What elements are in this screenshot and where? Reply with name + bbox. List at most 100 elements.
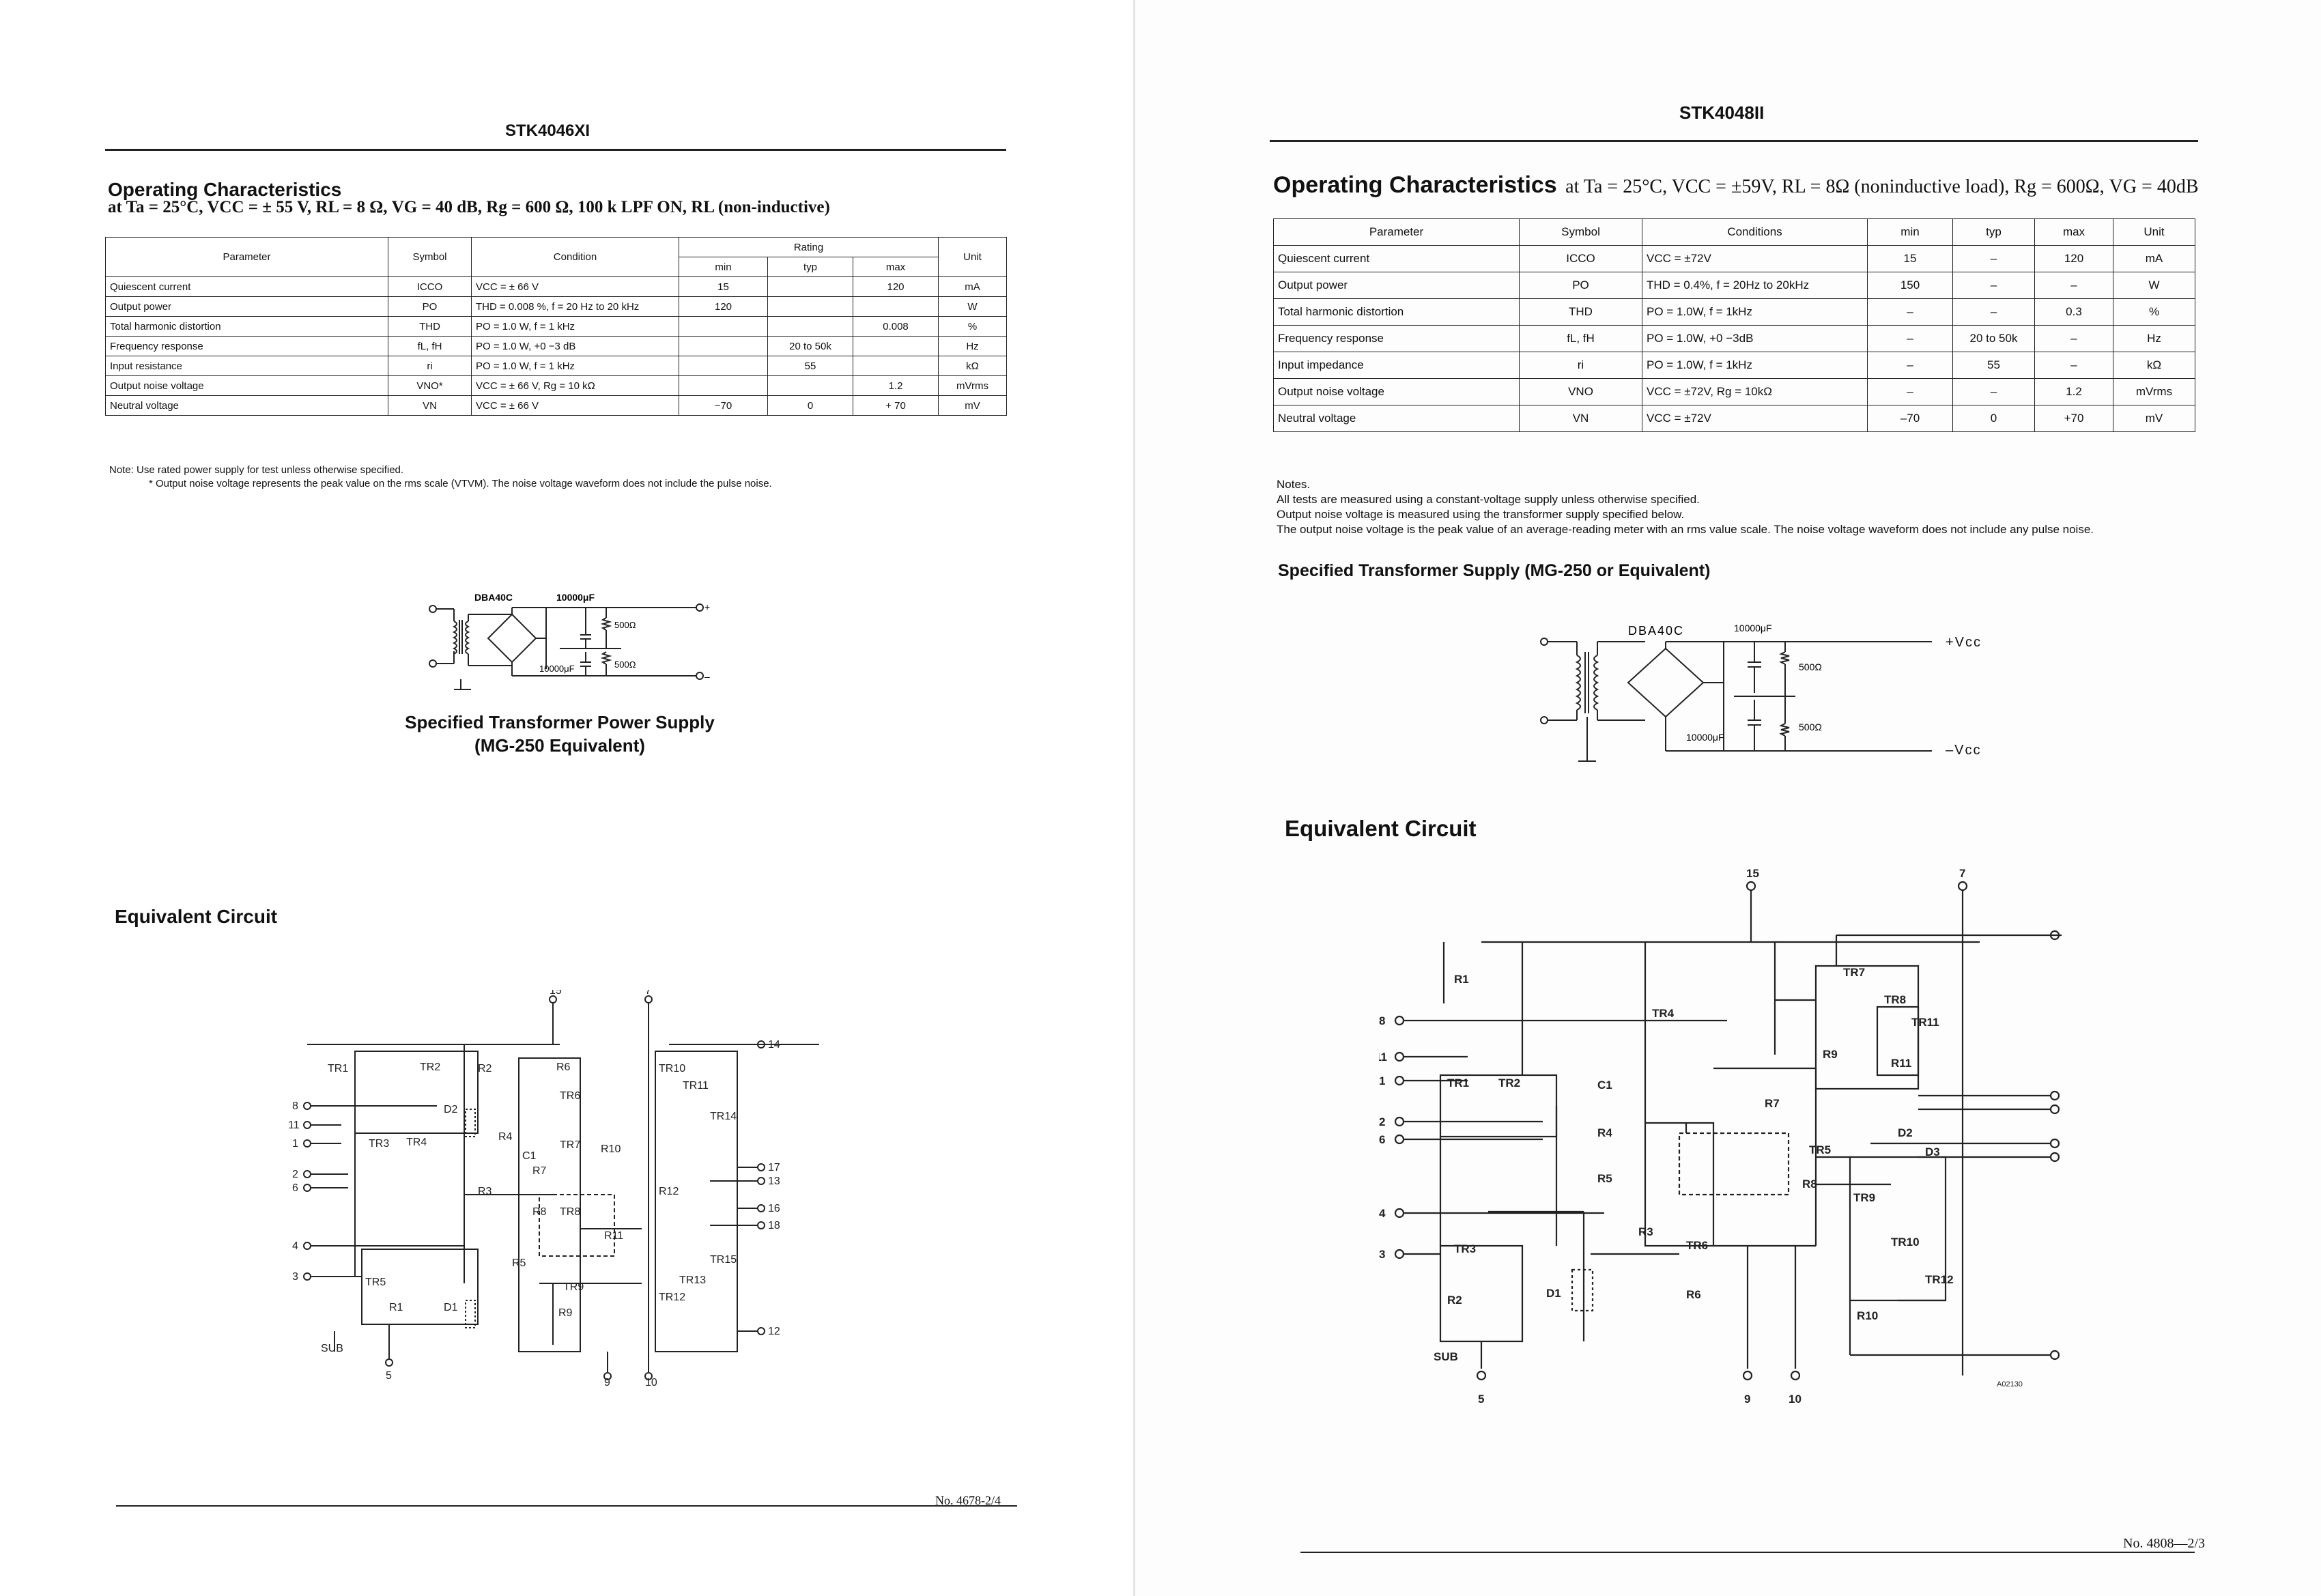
cell-min: –: [1867, 298, 1953, 326]
right-note-2: Output noise voltage is measured using t…: [1277, 508, 1685, 521]
cell-min: −70: [679, 395, 768, 416]
r-vcc-minus: –Vcc: [1946, 743, 1982, 758]
cell-condition: PO = 1.0 W, +0 −3 dB: [471, 336, 679, 356]
cell-typ: 55: [1952, 352, 2035, 379]
r-col-header-min: min: [1867, 218, 1953, 246]
col-header-rating: Rating: [678, 237, 939, 257]
svg-text:TR10: TR10: [659, 1063, 685, 1074]
svg-text:R2: R2: [478, 1063, 492, 1074]
svg-text:TR8: TR8: [560, 1206, 580, 1218]
cell-max: –: [2034, 352, 2113, 379]
r-col-header-unit: Unit: [2113, 218, 2195, 246]
right-supply-title: Specified Transformer Supply (MG-250 or …: [1278, 561, 1711, 580]
col-header-max: max: [852, 257, 939, 277]
svg-text:TR14: TR14: [710, 1111, 737, 1122]
svg-text:TR12: TR12: [659, 1292, 685, 1303]
left-conditions: at Ta = 25°C, VCC = ± 55 V, RL = 8 Ω, VG…: [108, 198, 830, 216]
cell-typ: [767, 296, 853, 317]
left-section-title: Operating Characteristics: [108, 179, 342, 200]
col-header-parameter: Parameter: [105, 237, 388, 277]
svg-text:15: 15: [1746, 867, 1759, 880]
right-title-line: Operating Characteristics at Ta = 25°C, …: [1273, 172, 2199, 199]
cell-min: 120: [679, 296, 768, 317]
cell-unit: mVrms: [2113, 378, 2195, 405]
cell-min: 15: [679, 276, 768, 297]
cell-max: +70: [2034, 405, 2113, 432]
cell-condition: VCC = ±72V: [1642, 245, 1868, 272]
cell-condition: THD = 0.008 %, f = 20 Hz to 20 kHz: [471, 296, 679, 317]
svg-text:11: 11: [1379, 1051, 1387, 1064]
cell-condition: VCC = ± 66 V: [471, 395, 679, 416]
left-note-1: Note: Use rated power supply for test un…: [109, 464, 404, 476]
cell-symbol: VN: [1519, 405, 1642, 432]
cell-unit: mVrms: [938, 375, 1008, 396]
svg-text:TR2: TR2: [420, 1061, 440, 1073]
svg-text:TR6: TR6: [560, 1090, 580, 1102]
cell-typ: –: [1952, 245, 2035, 272]
col-header-condition: Condition: [471, 237, 679, 277]
svg-text:2: 2: [1379, 1115, 1385, 1128]
right-note-1: All tests are measured using a constant-…: [1277, 493, 1700, 506]
cell-typ: [767, 276, 853, 297]
cell-symbol: fL, fH: [388, 336, 472, 356]
svg-text:TR2: TR2: [1498, 1077, 1520, 1089]
svg-text:R12: R12: [659, 1186, 679, 1197]
svg-text:5: 5: [386, 1370, 392, 1382]
right-notes-heading: Notes.: [1277, 478, 1311, 491]
cell-condition: THD = 0.4%, f = 20Hz to 20kHz: [1642, 272, 1868, 299]
cell-parameter: Output noise voltage: [1273, 378, 1520, 405]
svg-text:D2: D2: [1898, 1126, 1913, 1139]
cell-condition: VCC = ± 66 V, Rg = 10 kΩ: [471, 375, 679, 396]
svg-text:D1: D1: [1546, 1287, 1561, 1300]
right-note-3: The output noise voltage is the peak val…: [1277, 523, 2094, 536]
cell-condition: PO = 1.0 W, f = 1 kHz: [471, 316, 679, 337]
svg-text:6: 6: [1379, 1133, 1385, 1146]
cell-unit: %: [938, 316, 1008, 337]
right-power-supply-schematic: DBA40C 10000μF 500Ω 10000μF 500Ω: [1540, 623, 1932, 762]
svg-text:1: 1: [1379, 1074, 1385, 1087]
svg-text:R8: R8: [532, 1206, 547, 1218]
r-res-label-top: 500Ω: [1799, 661, 1822, 672]
cell-parameter: Frequency response: [1273, 325, 1520, 352]
cell-max: –: [2034, 272, 2113, 299]
r-cap-label-top: 10000μF: [1734, 623, 1772, 633]
svg-text:TR6: TR6: [1686, 1239, 1708, 1252]
right-conditions: at Ta = 25°C, VCC = ±59V, RL = 8Ω (nonin…: [1565, 176, 2199, 197]
cell-max: 1.2: [852, 375, 939, 396]
svg-text:D3: D3: [1925, 1145, 1940, 1158]
right-circuit-title: Equivalent Circuit: [1285, 816, 1477, 841]
cell-unit: Hz: [938, 336, 1008, 356]
svg-text:R7: R7: [532, 1165, 547, 1177]
cell-symbol: ICCO: [388, 276, 472, 297]
svg-text:R5: R5: [512, 1257, 526, 1269]
svg-text:9: 9: [604, 1377, 610, 1386]
cell-min: –: [1867, 378, 1953, 405]
svg-text:R1: R1: [1454, 973, 1469, 986]
cell-unit: mA: [2113, 245, 2195, 272]
left-supply-caption-2: (MG-250 Equivalent): [474, 735, 645, 756]
cell-symbol: ICCO: [1519, 245, 1642, 272]
cell-min: –: [1867, 325, 1953, 352]
cell-unit: kΩ: [938, 356, 1008, 376]
r-col-header-typ: typ: [1952, 218, 2035, 246]
svg-text:15: 15: [550, 990, 562, 997]
svg-text:7: 7: [645, 990, 651, 997]
r-res-label-bottom: 500Ω: [1799, 722, 1822, 732]
cell-typ: 0: [767, 395, 853, 416]
cell-parameter: Output noise voltage: [105, 375, 388, 396]
svg-text:4: 4: [292, 1240, 298, 1252]
svg-text:TR8: TR8: [1884, 993, 1906, 1006]
right-section-title: Operating Characteristics: [1273, 172, 1557, 198]
svg-text:TR9: TR9: [563, 1281, 584, 1293]
cell-typ: –: [1952, 378, 2035, 405]
